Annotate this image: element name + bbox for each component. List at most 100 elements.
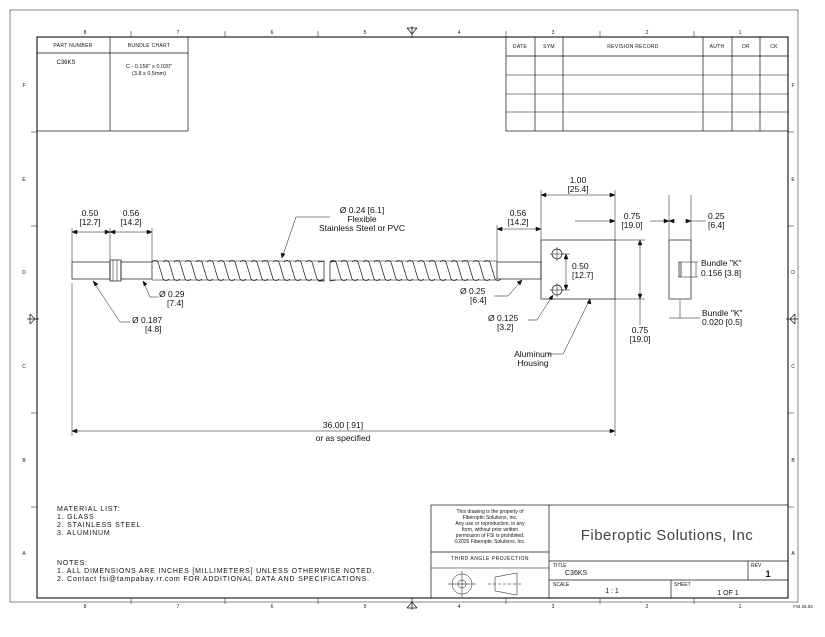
- rev-header-ck: CK: [770, 44, 778, 50]
- bundle-k-label-2: Bundle "K": [702, 308, 743, 318]
- rev-label: REV: [751, 563, 762, 569]
- dim-025a-mm: [6.4]: [708, 220, 725, 230]
- zone-row-b: B: [22, 458, 26, 464]
- zone-row-a-right: A: [791, 551, 795, 557]
- rev-header-dr: DR: [742, 44, 750, 50]
- zone-col-5-bottom: 5: [364, 604, 367, 610]
- zone-row-e-right: E: [791, 177, 795, 183]
- dim-length-note: or as specified: [316, 433, 371, 443]
- dim-029: Ø 0.29: [159, 289, 185, 299]
- projection-label: THIRD ANGLE PROJECTION: [451, 556, 529, 562]
- material-item-3: 3. ALUMINUM: [57, 530, 111, 537]
- company-name: Fiberoptic Solutions, Inc: [581, 527, 754, 544]
- bundle-value-line1: C - 0.156" x 0.020": [126, 64, 172, 70]
- property-line-6: ©2026 Fiberoptic Solutions, Inc.: [455, 538, 526, 545]
- zone-col-2: 2: [646, 30, 649, 36]
- bundle-k-value-2: 0.020 [0.5]: [702, 317, 742, 327]
- property-line-2: Fiberoptic Solutions, Inc.: [463, 515, 518, 521]
- zone-ticks: [31, 31, 794, 604]
- dim-0125-mm: [3.2]: [497, 322, 514, 332]
- material-list-title: MATERIAL LIST:: [57, 506, 120, 513]
- housing-end-view: [668, 239, 692, 300]
- zone-col-4-bottom: 4: [458, 604, 461, 610]
- dim-075b: 0.75: [632, 325, 649, 335]
- bundle-value-line2: (3.8 x 0.5mm): [132, 71, 166, 77]
- part-number-value: C36KS: [56, 60, 75, 66]
- zone-col-3: 3: [552, 30, 555, 36]
- zone-row-b-right: B: [791, 458, 795, 464]
- note-1: 1. ALL DIMENSIONS ARE INCHES [MILLIMETER…: [57, 568, 375, 575]
- zone-row-e: E: [22, 177, 26, 183]
- zone-col-6-bottom: 6: [271, 604, 274, 610]
- dim-flex-line2: Flexible: [347, 214, 377, 224]
- property-line-4: form, without prior written: [462, 527, 518, 533]
- dimension-lines: [71, 190, 706, 436]
- dim-flex-line3: Stainless Steel or PVC: [319, 223, 405, 233]
- property-line-3: Any use or reproduction, in any: [455, 521, 525, 527]
- dim-0125: Ø 0.125: [488, 313, 519, 323]
- zone-col-1-bottom: 1: [739, 604, 742, 610]
- zone-col-3-bottom: 3: [552, 604, 555, 610]
- title-label: TITLE: [553, 563, 567, 569]
- dim-025a: 0.25: [708, 211, 725, 221]
- flexible-conduit-right: [329, 260, 502, 282]
- zone-col-8-bottom: 8: [84, 604, 87, 610]
- material-item-2: 2. STAINLESS STEEL: [57, 522, 141, 529]
- property-line-5: permission of FSI is prohibited.: [456, 533, 525, 539]
- dim-050b: 0.50: [572, 261, 589, 271]
- dim-100: 1.00: [570, 175, 587, 185]
- document-code: FSI 26.04: [793, 604, 813, 609]
- dim-056b: 0.56: [510, 208, 527, 218]
- zone-col-8: 8: [84, 30, 87, 36]
- dim-flex-line1: Ø 0.24 [6.1]: [340, 205, 384, 215]
- inner-border: [36, 36, 789, 599]
- revision-table: DATE SYM REVISION RECORD AUTH DR CK: [505, 36, 789, 132]
- zone-col-6: 6: [271, 30, 274, 36]
- zone-col-2-bottom: 2: [646, 604, 649, 610]
- rev-header-record: REVISION RECORD: [607, 44, 659, 50]
- outer-border: [9, 9, 799, 603]
- scale-value: 1 : 1: [605, 588, 619, 595]
- scale-label: SCALE: [553, 582, 570, 588]
- bundle-k-label-1: Bundle "K": [701, 258, 742, 268]
- zone-col-7: 7: [177, 30, 180, 36]
- zone-row-f-right: F: [791, 83, 794, 89]
- dim-056a: 0.56: [123, 208, 140, 218]
- property-line-1: This drawing is the property of: [457, 509, 525, 515]
- zone-row-d-right: D: [791, 270, 795, 276]
- notes-title: NOTES:: [57, 560, 88, 567]
- dim-075b-mm: [19.0]: [629, 334, 650, 344]
- rev-header-date: DATE: [513, 44, 528, 50]
- zone-row-d: D: [22, 270, 26, 276]
- dim-0187: Ø 0.187: [132, 315, 163, 325]
- dim-056a-mm: [14.2]: [120, 217, 141, 227]
- dim-0187-mm: [4.8]: [145, 324, 162, 334]
- part-table: PART NUMBER BUNDLE CHART C36KS C - 0.156…: [36, 36, 189, 132]
- dim-length: 36.00 [.91]: [323, 420, 363, 430]
- flexible-conduit-left: [151, 260, 325, 282]
- rev-header-sym: SYM: [543, 44, 555, 50]
- zone-row-a: A: [22, 551, 26, 557]
- strain-relief: [496, 261, 542, 280]
- rev-value: 1: [765, 569, 770, 579]
- material-item-1: 1. GLASS: [57, 514, 95, 521]
- dim-050-mm: [12.7]: [79, 217, 100, 227]
- dim-100-mm: [25.4]: [567, 184, 588, 194]
- third-angle-projection-icon: [448, 571, 522, 597]
- bundle-k-value-1: 0.156 [3.8]: [701, 268, 741, 278]
- zone-row-f: F: [22, 83, 25, 89]
- sheet-value: 1 OF 1: [717, 590, 739, 597]
- note-2: 2. Contact fsi@tampabay.rr.com FOR ADDIT…: [57, 576, 370, 583]
- dim-075a: 0.75: [624, 211, 641, 221]
- dim-050b-mm: [12.7]: [572, 270, 593, 280]
- title-value: C36KS: [565, 570, 588, 577]
- leader-lines: [92, 216, 592, 355]
- ferrule-tip: [71, 259, 153, 282]
- rev-header-auth: AUTH: [710, 44, 725, 50]
- dim-025b-mm: [6.4]: [470, 295, 487, 305]
- zone-row-c: C: [22, 364, 26, 370]
- zone-col-1: 1: [739, 30, 742, 36]
- zone-col-4: 4: [458, 30, 461, 36]
- bundle-chart-header: BUNDLE CHART: [128, 43, 170, 49]
